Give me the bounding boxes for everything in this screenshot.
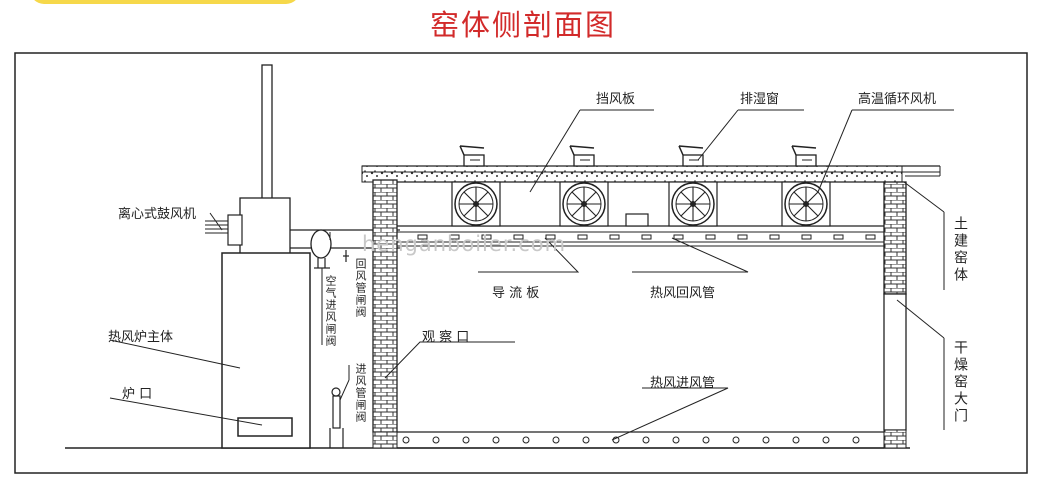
inlet-damper-label: 进风管闸阀 — [354, 363, 367, 423]
return-damper-label: 回风管闸阀 — [354, 258, 367, 318]
hot-inlet-pipe-label: 热风进风管 — [650, 376, 716, 391]
return-air-damper — [310, 229, 332, 259]
dehumidify-window — [569, 145, 595, 167]
furnace-body-label: 热风炉主体 — [108, 330, 174, 345]
circulation-fan — [451, 181, 501, 227]
centrifugal-blower-housing — [227, 214, 243, 246]
kiln-door — [883, 293, 907, 431]
return-vent-slot — [769, 234, 780, 240]
dehumidify-window — [678, 145, 704, 167]
dehumidify-window-label: 排湿窗 — [740, 92, 780, 107]
leader-lines — [109, 109, 954, 441]
inlet-hole — [582, 436, 590, 444]
blower-label: 离心式鼓风机 — [118, 207, 197, 222]
inlet-hole — [642, 436, 650, 444]
inlet-hole — [432, 436, 440, 444]
return-vent-slot — [609, 234, 620, 240]
chimney — [261, 64, 273, 201]
outer-frame — [14, 52, 1028, 474]
return-vent-slot — [513, 234, 524, 240]
header-tab-decoration — [30, 0, 300, 4]
return-vent-slot — [865, 234, 876, 240]
guide-plate-label: 导 流 板 — [492, 286, 540, 301]
kiln-door-label: 干燥窑大门 — [952, 340, 968, 425]
dehumidify-window — [791, 145, 817, 167]
civil-kiln-label: 土建窑体 — [952, 216, 968, 284]
baffle-label: 挡风板 — [596, 92, 636, 107]
return-vent-slot — [641, 234, 652, 240]
right-brick-wall — [883, 181, 907, 295]
left-brick-wall — [372, 179, 398, 433]
air-inlet-damper-label: 空气进风闸阀 — [324, 275, 337, 347]
return-vent-slot — [577, 234, 588, 240]
dehumidify-window — [459, 145, 485, 167]
furnace-port — [237, 417, 293, 437]
return-vent-slot — [705, 234, 716, 240]
furnace-main-body — [221, 252, 311, 449]
return-vent-slot — [737, 234, 748, 240]
inlet-hole — [762, 436, 770, 444]
dehumidify-windows — [459, 145, 817, 167]
inlet-hole — [702, 436, 710, 444]
circulation-fan — [559, 181, 609, 227]
inlet-hole — [822, 436, 830, 444]
furnace-top-unit — [239, 197, 291, 255]
roof-gravel-layer — [361, 165, 903, 183]
return-vent-slot — [833, 234, 844, 240]
circulation-fans — [451, 181, 831, 227]
inlet-hole — [522, 436, 530, 444]
return-pipe-vents — [417, 234, 876, 240]
inlet-pipe-holes — [402, 436, 860, 444]
return-vent-slot — [801, 234, 812, 240]
return-vent-slot — [673, 234, 684, 240]
inlet-hole — [792, 436, 800, 444]
circulation-fan-label: 高温循环风机 — [858, 92, 937, 107]
inlet-hole — [402, 436, 410, 444]
inlet-hole — [852, 436, 860, 444]
observation-port-label: 观 察 口 — [422, 330, 470, 345]
inlet-hole — [672, 436, 680, 444]
hot-return-pipe-label: 热风回风管 — [650, 286, 716, 301]
inlet-hole — [492, 436, 500, 444]
circulation-fan — [781, 181, 831, 227]
return-vent-slot — [417, 234, 428, 240]
diagram-title: 窑体侧剖面图 — [429, 8, 616, 42]
inlet-hole — [732, 436, 740, 444]
return-vent-slot — [449, 234, 460, 240]
return-vent-slot — [481, 234, 492, 240]
blower-intake-grille — [205, 220, 228, 234]
return-vent-slot — [545, 234, 556, 240]
furnace-port-label: 炉 口 — [122, 387, 153, 402]
inlet-hole — [462, 436, 470, 444]
inlet-hole — [552, 436, 560, 444]
watermark-logo: henganboiler.com — [362, 232, 567, 256]
circulation-fan — [668, 181, 718, 227]
inlet-pipe-damper — [332, 395, 341, 429]
